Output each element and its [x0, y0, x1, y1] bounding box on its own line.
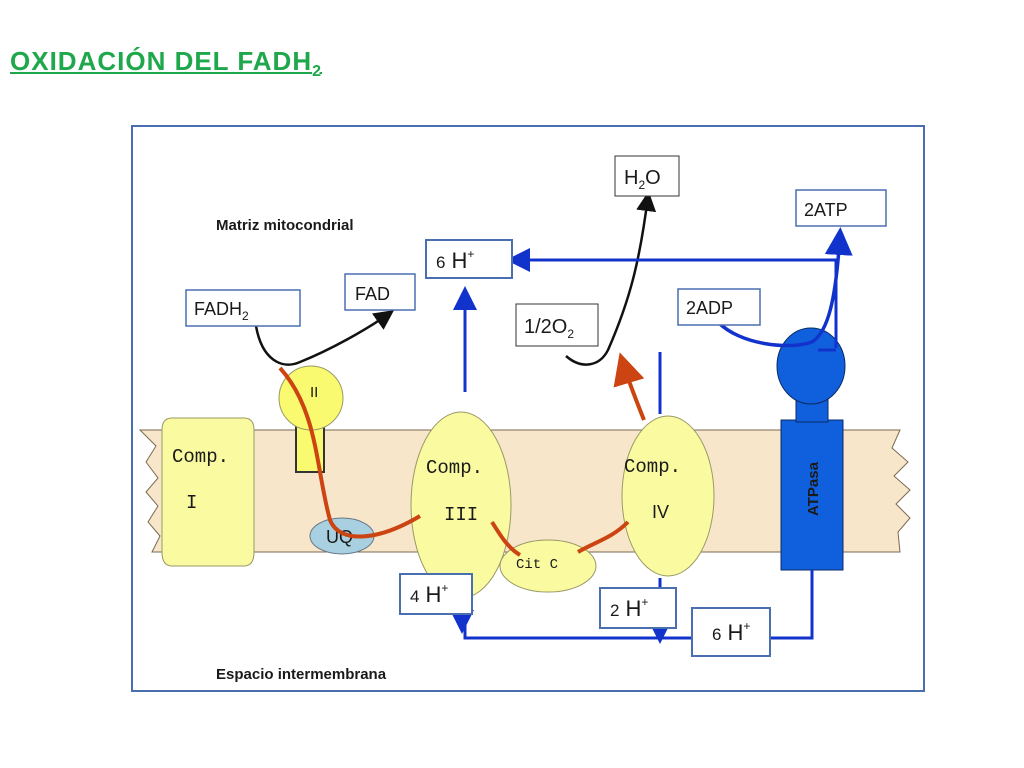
adp-to-atp-arrow: [716, 227, 853, 348]
fad-box: FAD: [344, 273, 416, 311]
page-title: OXIDACIÓN DEL FADH2: [10, 46, 323, 81]
uq-label: UQ: [326, 527, 353, 547]
svg-text:FAD: FAD: [355, 284, 390, 304]
complex-iv-label: Comp.: [624, 456, 681, 478]
o2-box: 1/2O2: [515, 303, 599, 347]
svg-text:2ATP: 2ATP: [804, 200, 848, 220]
atp-synthase: ATPasa: [776, 327, 846, 571]
complex-iv: Comp. IV: [621, 415, 715, 577]
svg-text:1/2O2: 1/2O2: [524, 316, 574, 341]
fadh2-to-fad-arrow: [254, 310, 395, 366]
svg-text:4H+: 4H+: [410, 581, 448, 607]
atp-box: 2ATP: [795, 189, 887, 227]
svg-text:2H+: 2H+: [610, 595, 648, 621]
matrix-label: Matriz mitocondrial: [216, 217, 354, 234]
cytochrome-c: Cit C: [499, 539, 597, 593]
complex-iii-label: Comp.: [426, 457, 483, 479]
adp-box: 2ADP: [677, 288, 761, 326]
complex-ii-label: II: [310, 384, 318, 401]
diagram-frame: [131, 125, 925, 692]
electron-path-citc-to-comp4: [576, 520, 630, 554]
electron-path-fadh2-to-comp3: [278, 366, 422, 539]
complex-iii-number: III: [444, 504, 478, 526]
complex-i: Comp. I: [161, 417, 255, 567]
svg-text:FADH2: FADH2: [194, 299, 249, 323]
citc-label: Cit C: [516, 557, 558, 573]
complex-i-number: I: [186, 492, 197, 514]
fadh2-box: FADH2: [185, 289, 301, 327]
svg-text:6H+: 6H+: [436, 247, 474, 273]
electron-path-comp3-to-citc: [490, 520, 522, 557]
o2-to-h2o-arrow: [565, 191, 657, 366]
svg-text:6H+: 6H+: [712, 619, 750, 645]
h2o-box: H2O: [614, 155, 680, 197]
electron-path-comp4-to-o2: [613, 352, 646, 421]
atpase-label: ATPasa: [805, 461, 822, 516]
intermembrane-label: Espacio intermembrana: [216, 666, 387, 683]
svg-text:H2O: H2O: [624, 167, 661, 192]
complex-i-label: Comp.: [172, 446, 229, 468]
complex-iv-number: IV: [652, 502, 669, 522]
complex-iii: Comp. III: [410, 411, 512, 599]
svg-text:2ADP: 2ADP: [686, 298, 733, 318]
